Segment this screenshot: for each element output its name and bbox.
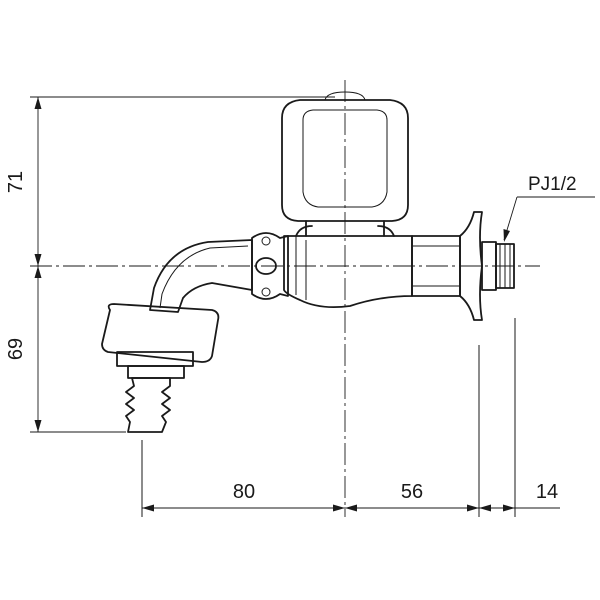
dim-80-label: 80 [233,481,255,503]
dim-69-label: 69 [5,338,27,360]
union-nut [251,232,289,300]
dim-71-label: 71 [5,171,27,193]
dim-14-label: 14 [536,481,558,503]
valve-body [283,235,413,309]
hose-barb [125,377,171,433]
center-lines [30,80,540,517]
vertical-dimension: 71 69 [5,97,42,432]
extension-lines [30,96,516,517]
coupling-cap [101,303,220,363]
elbow-spout [149,239,253,313]
thread-spec-label: PJ1/2 [528,174,577,195]
dim-56-label: 56 [401,481,423,503]
thread-callout: PJ1/2 [503,174,595,242]
handle [281,99,409,222]
horizontal-dimension: 80 56 14 [142,481,560,512]
faucet-body [101,91,515,433]
